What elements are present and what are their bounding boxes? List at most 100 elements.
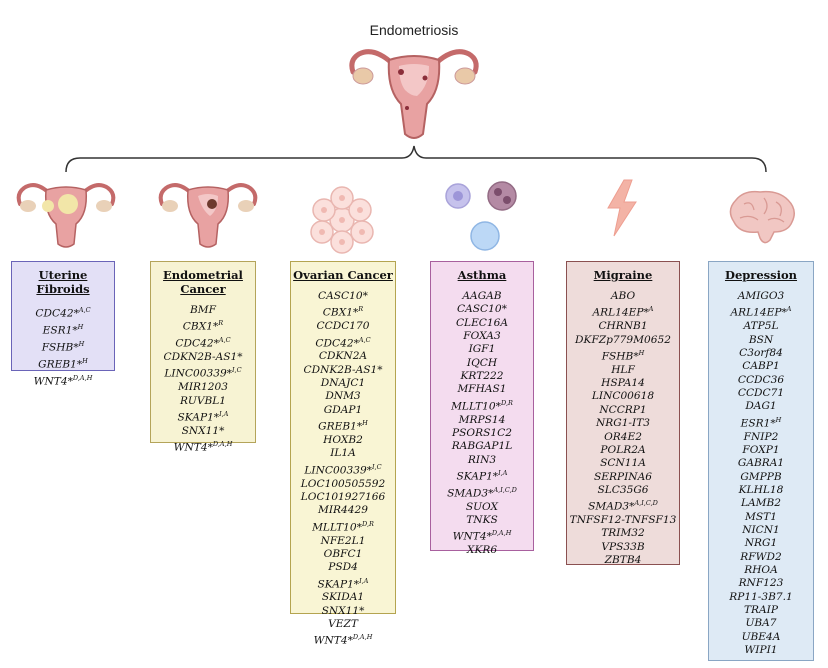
gene-name: MST1: [745, 510, 777, 523]
lightning-icon: [607, 179, 637, 237]
gene-name: CASC10*: [457, 303, 507, 316]
gene-item: MFHAS1: [431, 383, 533, 396]
gene-name: FSHB*: [41, 341, 79, 354]
gene-name: ABO: [610, 290, 636, 302]
gene-item: ZBTB4: [567, 554, 679, 567]
gene-item: CBX1*R: [291, 303, 395, 320]
gene-item: UBE4A: [709, 631, 813, 644]
gene-item: DNM3: [291, 390, 395, 403]
gene-item: RUVBL1: [151, 395, 255, 408]
gene-name: GABRA1: [737, 457, 785, 470]
gene-item: ATP5L: [709, 320, 813, 333]
gene-item: FSHB*H: [12, 338, 114, 355]
gene-name: TNKS: [466, 514, 498, 527]
gene-item: OBFC1: [291, 548, 395, 561]
gene-item: FNIP2: [709, 431, 813, 444]
gene-name: CDC42*: [315, 337, 359, 350]
gene-name: XKR6: [466, 544, 498, 557]
gene-item: SNX11*: [151, 425, 255, 438]
gene-item: FOXA3: [431, 330, 533, 343]
gene-item: MLLT10*D,R: [291, 518, 395, 535]
gene-name: RUVBL1: [179, 394, 227, 407]
gene-name: FNIP2: [743, 430, 779, 443]
gene-name: BMF: [190, 304, 216, 316]
gene-item: AAGAB: [431, 290, 533, 303]
box-header: Migraine: [593, 268, 653, 282]
gene-name: CASC10*: [318, 290, 368, 302]
gene-item: HOXB2: [291, 434, 395, 447]
gene-item: LOC100505592: [291, 478, 395, 491]
gene-annotation: I,A: [219, 410, 229, 418]
gene-item: CCDC170: [291, 320, 395, 333]
gene-item: NICN1: [709, 524, 813, 537]
gene-annotation: D,A,H: [352, 633, 373, 642]
gene-name: GMPPB: [740, 470, 782, 483]
gene-item: RNF123: [709, 577, 813, 590]
gene-annotation: A: [786, 305, 792, 314]
gene-name: SERPINA6: [594, 470, 652, 483]
gene-item: C3orf84: [709, 347, 813, 360]
gene-item: BMF: [151, 304, 255, 317]
gene-item: PSORS1C2: [431, 427, 533, 440]
gene-name: RHOA: [744, 563, 778, 576]
gene-name: MFHAS1: [457, 383, 507, 396]
gene-item: LOC101927166: [291, 491, 395, 504]
gene-item: SKAP1*I,A: [431, 467, 533, 484]
gene-item: MIR4429: [291, 504, 395, 517]
gene-name: MLLT10*: [451, 400, 501, 413]
gene-name: FSHB*: [601, 350, 639, 363]
gene-name: OR4E2: [604, 430, 642, 443]
diagram-title: Endometriosis: [369, 22, 459, 38]
gene-annotation: A,C: [78, 306, 91, 314]
gene-name: RIN3: [467, 453, 497, 466]
gene-item: RHOA: [709, 564, 813, 577]
gene-item: RP11-3B7.1: [709, 591, 813, 604]
gene-item: CASC10*: [431, 303, 533, 316]
gene-item: NFE2L1: [291, 535, 395, 548]
gene-item: TRAIP: [709, 604, 813, 617]
gene-name: DAG1: [745, 400, 777, 413]
gene-name: NICN1: [742, 523, 780, 536]
gene-annotation: D,A,H: [491, 529, 512, 538]
gene-name: MIR1203: [178, 381, 228, 394]
box-header: Endometrial Cancer: [163, 268, 243, 296]
gene-name: GREB1*: [38, 358, 83, 371]
gene-item: ABO: [567, 290, 679, 303]
gene-item: SKAP1*I,A: [151, 408, 255, 425]
gene-name: NRG1: [744, 537, 778, 550]
gene-item: LINC00618: [567, 390, 679, 403]
gene-annotation: A,C: [218, 336, 231, 345]
gene-name: CDKN2B-AS1*: [163, 351, 243, 364]
gene-name: TRIM32: [601, 527, 645, 540]
gene-name: WNT4*: [452, 530, 492, 543]
gene-name: ESR1*: [42, 324, 78, 337]
gene-item: ESR1*H: [12, 321, 114, 338]
gene-item: KLHL18: [709, 484, 813, 497]
gene-name: POLR2A: [600, 443, 646, 456]
gene-item: NCCRP1: [567, 404, 679, 417]
gene-item: IQCH: [431, 357, 533, 370]
gene-name: MIR4429: [318, 504, 368, 517]
gene-item: FSHB*H: [567, 347, 679, 364]
gene-name: CDC42*: [35, 307, 79, 320]
gene-item: SMAD3*A,I,C,D: [431, 484, 533, 501]
box-header: Uterine Fibroids: [36, 268, 90, 296]
gene-name: CLEC16A: [455, 316, 509, 329]
gene-name: RABGAP1L: [451, 440, 513, 453]
gene-name: FOXP1: [742, 443, 780, 456]
gene-name: NCCRP1: [599, 403, 647, 416]
brain-icon: [729, 190, 795, 244]
uterus-fibroid-icon: [16, 183, 116, 248]
gene-item: WIPI1: [709, 644, 813, 657]
gene-name: SNX11*: [181, 424, 225, 437]
gene-item: WNT4*D,A,H: [431, 527, 533, 544]
gene-name: UBA7: [745, 617, 777, 630]
gene-name: WNT4*: [33, 375, 73, 388]
gene-item: LINC00339*I,C: [151, 364, 255, 381]
gene-item: XKR6: [431, 544, 533, 557]
